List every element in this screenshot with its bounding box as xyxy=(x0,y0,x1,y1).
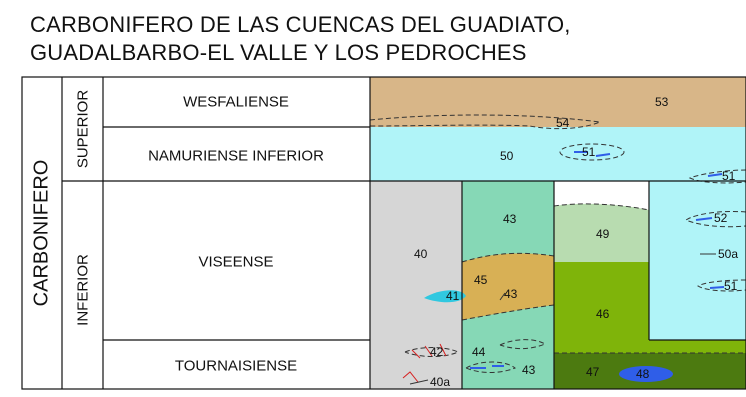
label-40: 40 xyxy=(414,247,428,261)
label-51-right-a: 51 xyxy=(722,169,736,183)
lens-51-right-b xyxy=(697,279,746,292)
stage-tournaisiense: TOURNAISIENSE xyxy=(174,357,298,375)
label-49: 49 xyxy=(596,227,610,241)
label-43-lower: 43 xyxy=(522,363,536,377)
blue-mark-51 xyxy=(574,151,611,157)
unit-blank-area xyxy=(554,181,649,206)
label-43-upper: 43 xyxy=(503,212,517,226)
red-mark-42 xyxy=(411,343,447,359)
blue-mark-52 xyxy=(695,217,713,221)
label-51-right-b: 51 xyxy=(724,279,738,293)
label-43-middle: 43 xyxy=(504,287,518,301)
label-50: 50 xyxy=(500,149,514,163)
contact-45-lower xyxy=(461,304,555,321)
unit-49-area xyxy=(554,203,649,262)
series-superior-label: SUPERIOR xyxy=(74,89,92,169)
label-47: 47 xyxy=(586,365,600,379)
unit-46b-area xyxy=(649,340,746,353)
lens-51-right-a xyxy=(688,169,746,184)
stage-namuriense: NAMURIENSE INFERIOR xyxy=(148,147,324,165)
unit-48-lens xyxy=(619,366,673,382)
stage-wesfaliense: WESFALIENSE xyxy=(183,93,289,111)
label-45: 45 xyxy=(474,273,488,287)
unit-40-area xyxy=(370,181,462,389)
chart-frame xyxy=(21,76,746,390)
label-50a: 50a xyxy=(718,247,738,261)
leader-40a xyxy=(409,379,429,385)
contact-49 xyxy=(553,203,650,211)
label-51-center: 51 xyxy=(582,145,596,159)
contact-54 xyxy=(369,114,601,130)
label-41: 41 xyxy=(446,289,460,303)
label-48: 48 xyxy=(636,367,650,381)
blue-mark-51-right xyxy=(707,173,725,289)
label-46: 46 xyxy=(596,307,610,321)
label-42: 42 xyxy=(430,345,444,359)
unit-50-right-area xyxy=(649,181,746,340)
unit-50-area xyxy=(370,127,746,181)
system-label: CARBONIFERO xyxy=(30,159,53,307)
label-40a: 40a xyxy=(430,375,450,389)
leader-43 xyxy=(499,292,506,301)
diagram-title-line1: CARBONIFERO DE LAS CUENCAS DEL GUADIATO, xyxy=(30,12,571,37)
red-mark-40a xyxy=(402,371,419,383)
unit-53-area xyxy=(370,77,746,127)
unit-46-area xyxy=(554,262,649,353)
label-54: 54 xyxy=(556,116,570,130)
label-44: 44 xyxy=(472,345,486,359)
diagram-title-line2: GUADALBARBO-EL VALLE Y LOS PEDROCHES xyxy=(30,40,527,65)
lens-44 xyxy=(465,361,516,373)
blue-mark-44 xyxy=(470,365,504,369)
contact-43-45 xyxy=(461,252,555,263)
series-inferior-label: INFERIOR xyxy=(74,254,92,326)
label-53: 53 xyxy=(655,95,669,109)
unit-45-area xyxy=(462,253,554,320)
label-52: 52 xyxy=(714,211,728,225)
unit-41-lens xyxy=(424,290,466,303)
contact-lens-42 xyxy=(404,347,460,357)
stage-viseense: VISEENSE xyxy=(198,253,274,271)
lens-51-center xyxy=(559,143,625,161)
